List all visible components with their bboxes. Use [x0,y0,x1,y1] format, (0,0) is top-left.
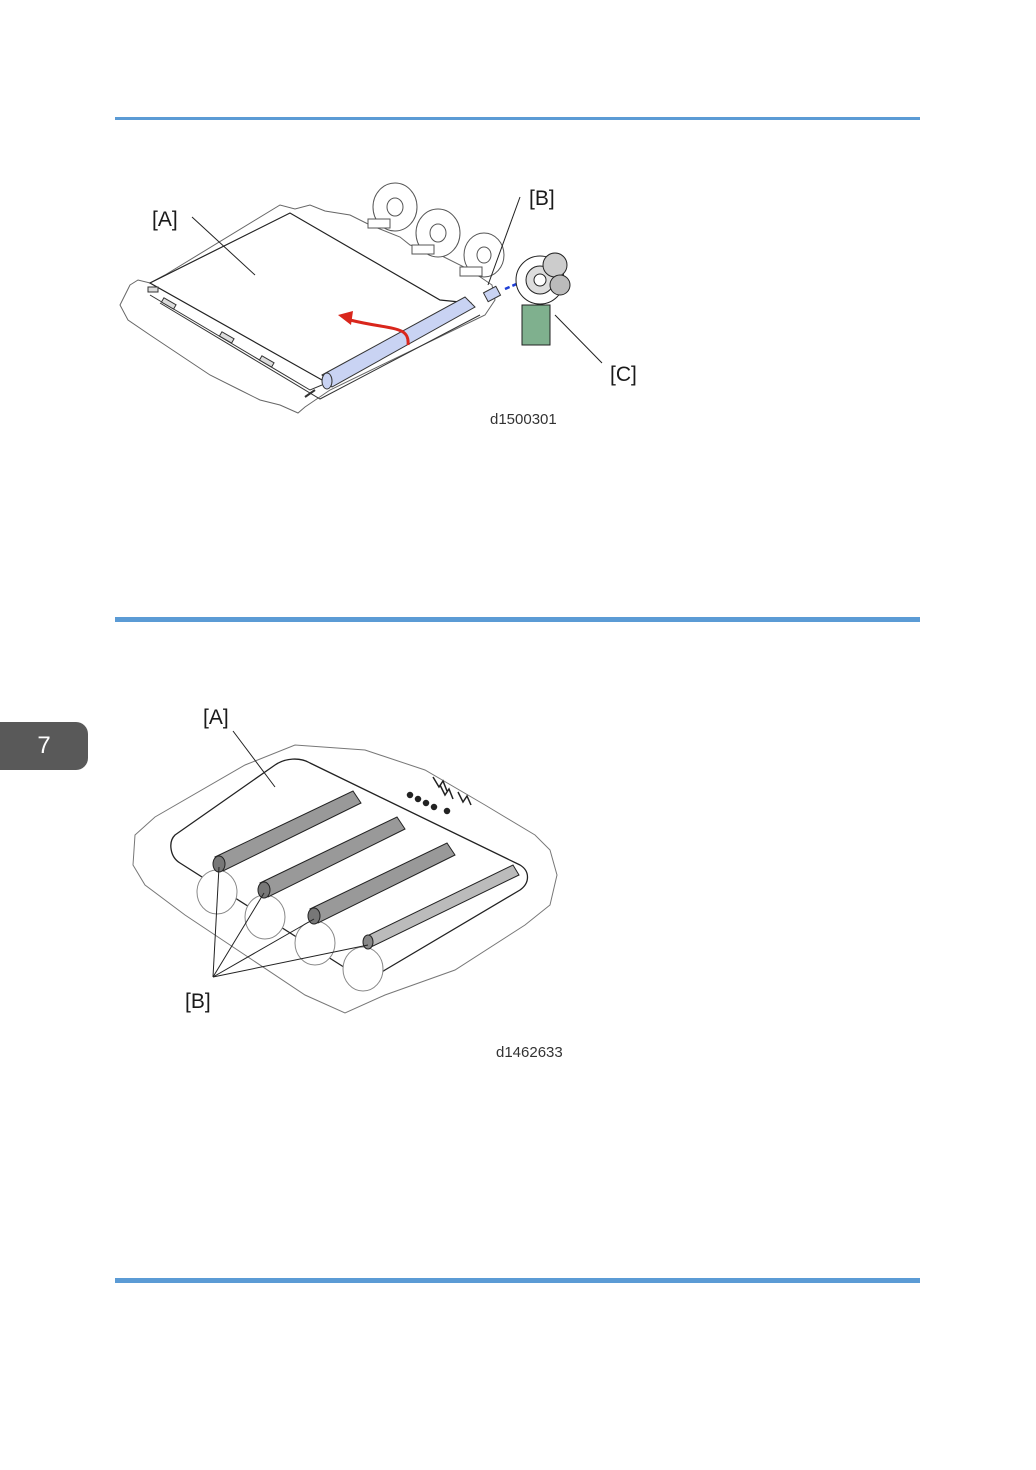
label-c: [C] [610,363,637,386]
section-rule-middle [115,617,920,622]
chapter-tab: 7 [0,722,88,770]
chapter-number: 7 [37,732,50,760]
section-rule-bottom [115,1278,920,1283]
header-rule [115,117,920,120]
label-b: [B] [529,187,555,210]
label-a: [A] [203,706,229,729]
figure-code: d1462633 [496,1044,563,1061]
figure-code: d1500301 [490,411,557,428]
background-gears [368,183,504,277]
label-a: [A] [152,208,178,231]
figure-transfer-belt-drive: [A] [B] [C] d1500301 [110,175,670,440]
charge-symbols [408,777,472,814]
figure-transfer-belt-rollers: [A] [B] d1462633 [125,695,595,1075]
gear-assembly [516,253,570,345]
label-b: [B] [185,990,211,1013]
